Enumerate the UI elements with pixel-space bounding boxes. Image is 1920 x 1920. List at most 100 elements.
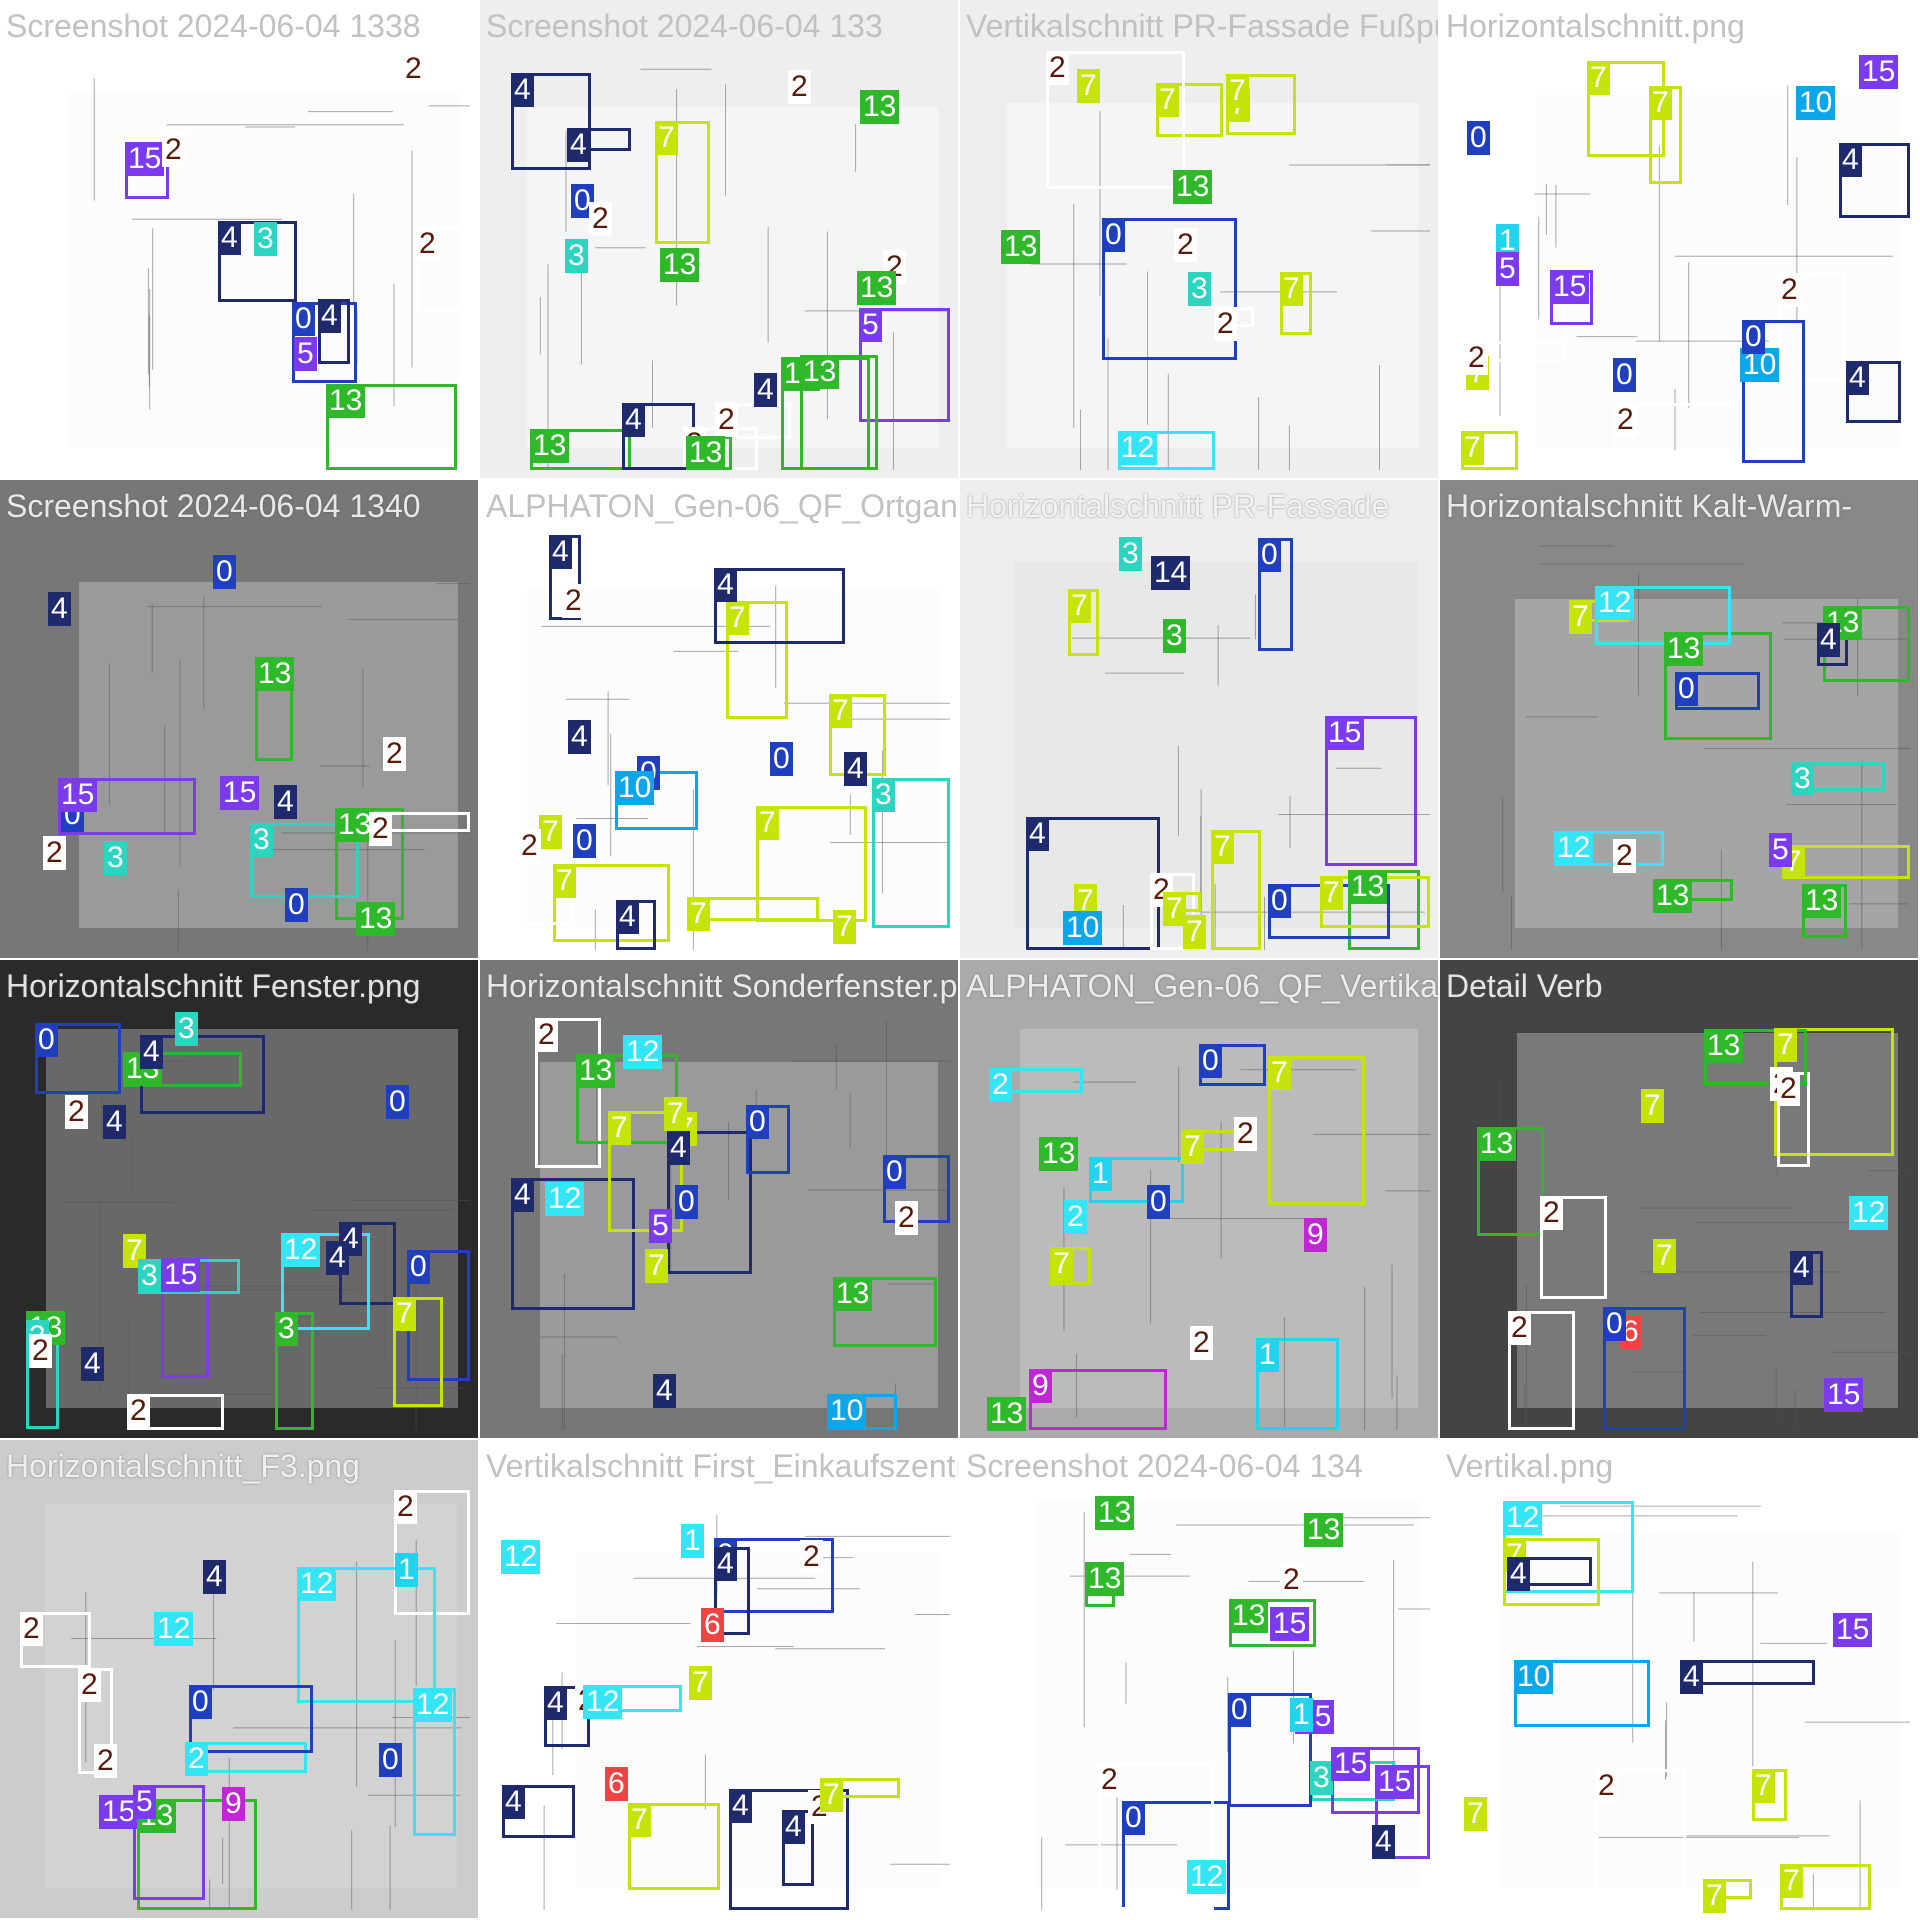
detection-label: 9 <box>1304 1218 1327 1252</box>
detection-label: 12 <box>1503 1501 1543 1535</box>
drawing-linework <box>527 585 950 950</box>
tile-filename: Horizontalschnitt Sonderfenster.png <box>486 968 958 1004</box>
detection-box <box>416 227 470 312</box>
detection-label: 7 <box>645 1249 668 1283</box>
detection-label: 13 <box>1085 1562 1125 1596</box>
detection-label: 4 <box>667 1131 690 1165</box>
image-tile[interactable]: ALPHATON_Gen-06_QF_Ortgang73004277747477… <box>480 480 958 958</box>
detection-label: 2 <box>895 1201 918 1235</box>
detection-label: 7 <box>664 1097 687 1131</box>
detection-label: 15 <box>99 1795 139 1829</box>
detection-label: 4 <box>782 1810 805 1844</box>
image-tile[interactable]: Horizontalschnitt.png7710420215741020151… <box>1440 0 1918 478</box>
detection-label: 13 <box>660 248 700 282</box>
detection-label: 7 <box>1464 1797 1487 1831</box>
detection-label: 2 <box>394 1490 417 1524</box>
detection-label: 7 <box>1461 431 1484 465</box>
detection-label: 4 <box>48 592 71 626</box>
detection-label: 2 <box>94 1744 117 1778</box>
detection-label: 12 <box>501 1540 541 1574</box>
detection-label: 2 <box>589 202 612 236</box>
detection-box <box>1603 1307 1686 1430</box>
detection-box <box>1228 1693 1312 1807</box>
detection-label: 4 <box>568 720 591 754</box>
detection-label: 4 <box>326 1241 349 1275</box>
image-tile[interactable]: Vertikalschnitt First_Einkaufszentrum726… <box>480 1440 958 1918</box>
detection-label: 7 <box>726 601 749 635</box>
drawing-sheet <box>1517 1033 1898 1408</box>
image-tile[interactable]: Screenshot 2024-06-04 133252134131321342… <box>480 0 958 478</box>
detection-label: 2 <box>1465 341 1488 375</box>
detection-label: 13 <box>1477 1127 1517 1161</box>
detection-label: 2 <box>65 1095 88 1129</box>
detection-label: 7 <box>1320 876 1343 910</box>
detection-label: 12 <box>1118 431 1158 465</box>
detection-label: 2 <box>127 1394 150 1428</box>
detection-box <box>872 778 950 928</box>
detection-box <box>729 1789 849 1910</box>
detection-label: 3 <box>1188 272 1211 306</box>
detection-label: 2 <box>1280 1563 1303 1597</box>
detection-label: 0 <box>1268 884 1291 918</box>
detection-box <box>35 1023 121 1094</box>
image-tile[interactable]: ALPHATON_Gen-06_QF_Vertikalschnitt Tra10… <box>960 960 1438 1438</box>
detection-label: 2 <box>989 1068 1012 1102</box>
detection-label: 3 <box>275 1312 298 1346</box>
tile-filename: ALPHATON_Gen-06_QF_Vertikalschnitt Tra <box>966 968 1438 1004</box>
detection-box <box>394 1490 470 1615</box>
detection-label: 5 <box>649 1209 672 1243</box>
detection-label: 3 <box>1791 762 1814 796</box>
detection-box <box>511 73 591 170</box>
detection-label: 2 <box>29 1334 52 1368</box>
detection-label: 13 <box>576 1054 616 1088</box>
image-tile[interactable]: Horizontalschnitt Sonderfenster.png71301… <box>480 960 958 1438</box>
detection-label: 3 <box>872 778 895 812</box>
detection-label: 2 <box>1046 51 1069 85</box>
detection-label: 10 <box>1796 86 1836 120</box>
detection-label: 2 <box>1064 1200 1087 1234</box>
detection-label: 3 <box>1163 619 1186 653</box>
image-tile[interactable]: Horizontalschnitt Fenster.png01343153221… <box>0 960 478 1438</box>
detection-label: 0 <box>285 888 308 922</box>
detection-label: 10 <box>827 1394 867 1428</box>
image-tile[interactable]: Vertikalschnitt PR-Fassade Fußpunkt.png7… <box>960 0 1438 478</box>
detection-label: 4 <box>1846 361 1869 395</box>
detection-label: 2 <box>416 227 439 261</box>
detection-label: 13 <box>1095 1496 1135 1530</box>
detection-box <box>297 1567 436 1703</box>
detection-label: 1 <box>681 1524 704 1558</box>
detection-box <box>281 1233 370 1330</box>
detection-box <box>133 1785 205 1900</box>
detection-label: 10 <box>1514 1660 1554 1694</box>
detection-label: 4 <box>81 1347 104 1381</box>
detection-label: 13 <box>987 1397 1027 1431</box>
detection-label: 7 <box>1587 61 1610 95</box>
detection-label: 7 <box>1780 1864 1803 1898</box>
detection-label: 7 <box>539 815 562 849</box>
detection-label: 13 <box>800 355 840 389</box>
detection-label: 4 <box>511 1178 534 1212</box>
detection-label: 12 <box>281 1233 321 1267</box>
detection-label: 0 <box>571 184 594 218</box>
image-tile[interactable]: Detail Verb271362121521374207 <box>1440 960 1918 1438</box>
detection-label: 0 <box>1603 1307 1626 1341</box>
detection-label: 12 <box>297 1567 337 1601</box>
detection-label: 4 <box>1790 1251 1813 1285</box>
detection-label: 0 <box>35 1023 58 1057</box>
detection-label: 1 <box>395 1553 418 1587</box>
detection-label: 4 <box>1817 623 1840 657</box>
detection-label: 13 <box>530 429 570 463</box>
detection-label: 13 <box>326 384 366 418</box>
detection-label: 7 <box>689 1666 712 1700</box>
drawing-linework <box>1500 1033 1910 1430</box>
detection-label: 4 <box>1680 1660 1703 1694</box>
detection-label: 15 <box>220 776 260 810</box>
detection-box <box>1046 51 1185 189</box>
